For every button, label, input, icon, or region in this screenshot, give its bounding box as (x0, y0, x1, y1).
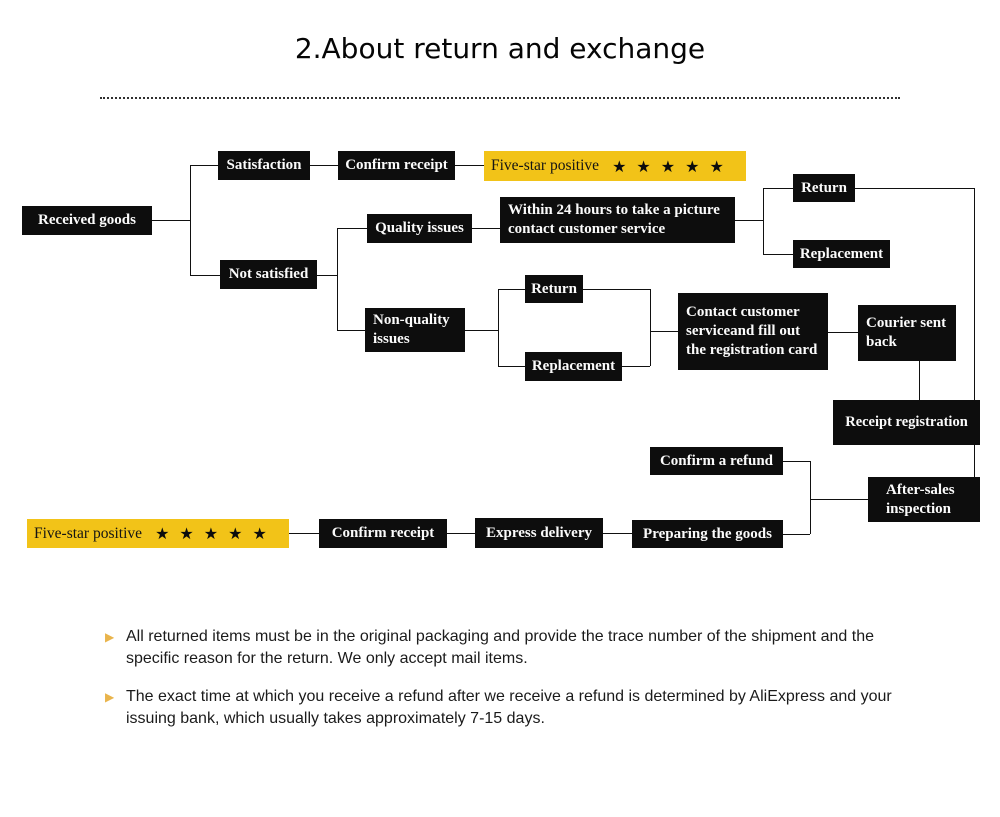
node-text-line: issues (373, 331, 410, 347)
node-replacement-mid: Replacement (525, 352, 622, 381)
node-text-line: Non-quality (373, 312, 450, 328)
connector-line (152, 220, 190, 221)
node-text-line: Courier sent (866, 315, 947, 331)
node-within-24-hours: Within 24 hours to take a picture contac… (500, 197, 735, 243)
node-contact-customer-service: Contact customer serviceand fill out the… (678, 293, 828, 370)
dotted-divider (100, 97, 900, 99)
connector-line (763, 188, 764, 254)
connector-line (763, 188, 793, 189)
connector-line (828, 332, 858, 333)
five-star-label: Five-star positive (491, 157, 600, 174)
five-star-label: Five-star positive (34, 524, 143, 542)
connector-line (455, 165, 484, 166)
node-satisfaction: Satisfaction (218, 151, 310, 180)
node-preparing-the-goods: Preparing the goods (632, 520, 783, 548)
connector-line (310, 165, 338, 166)
node-text-line: serviceand fill out (686, 323, 801, 339)
node-receipt-registration: Receipt registration (833, 400, 980, 445)
connector-line (190, 165, 191, 275)
connector-line (603, 533, 632, 534)
node-received-goods: Received goods (22, 206, 152, 235)
connector-line (447, 533, 475, 534)
node-text-line: the registration card (686, 342, 818, 358)
connector-line (783, 461, 810, 462)
connector-line (622, 366, 650, 367)
connector-line (650, 289, 651, 366)
connector-line (289, 533, 319, 534)
notes-section: ▶ All returned items must be in the orig… (105, 626, 905, 746)
node-text-line: Contact customer (686, 304, 800, 320)
node-five-star-positive-top: Five-star positive ★★★★★ (484, 151, 746, 181)
connector-line (498, 289, 525, 290)
connector-line (650, 331, 678, 332)
connector-line (810, 461, 811, 534)
connector-line (974, 188, 975, 477)
note-text: The exact time at which you receive a re… (126, 688, 892, 727)
connector-line (337, 330, 365, 331)
note-item: ▶ All returned items must be in the orig… (105, 626, 905, 670)
connector-line (498, 366, 525, 367)
node-text-line: Within 24 hours to take a picture (508, 202, 720, 218)
bullet-arrow-icon: ▶ (105, 690, 115, 704)
note-item: ▶ The exact time at which you receive a … (105, 686, 905, 730)
node-confirm-receipt-top: Confirm receipt (338, 151, 455, 180)
node-five-star-positive-bottom: Five-star positive ★★★★★ (27, 519, 289, 548)
connector-line (583, 289, 650, 290)
note-text: All returned items must be in the origin… (126, 628, 874, 667)
node-return-top: Return (793, 174, 855, 202)
connector-line (735, 220, 763, 221)
connector-line (763, 254, 793, 255)
node-quality-issues: Quality issues (367, 214, 472, 243)
connector-line (472, 228, 500, 229)
node-text-line: inspection (886, 500, 952, 517)
node-confirm-receipt-bottom: Confirm receipt (319, 519, 447, 548)
bullet-arrow-icon: ▶ (105, 630, 115, 644)
node-text-line: back (866, 334, 897, 350)
node-not-satisfied: Not satisfied (220, 260, 317, 289)
node-non-quality-issues: Non-quality issues (365, 308, 465, 352)
connector-line (190, 275, 220, 276)
node-text-line: After-sales (886, 481, 955, 498)
node-return-mid: Return (525, 275, 583, 303)
connector-line (465, 330, 498, 331)
connector-line (783, 534, 810, 535)
connector-line (337, 228, 367, 229)
node-after-sales-inspection: After-sales inspection (868, 477, 980, 522)
connector-line (190, 165, 218, 166)
five-star-rating-icon: ★★★★★ (612, 156, 734, 176)
node-text-line: contact customer service (508, 221, 666, 237)
five-star-rating-icon: ★★★★★ (155, 524, 277, 543)
node-courier-sent-back: Courier sent back (858, 305, 956, 361)
connector-line (919, 361, 920, 400)
page-title: 2.About return and exchange (294, 32, 706, 65)
connector-line (498, 289, 499, 366)
node-confirm-a-refund: Confirm a refund (650, 447, 783, 475)
node-replacement-top: Replacement (793, 240, 890, 268)
connector-line (337, 228, 338, 330)
connector-line (317, 275, 337, 276)
connector-line (855, 188, 974, 189)
node-express-delivery: Express delivery (475, 518, 603, 548)
connector-line (810, 499, 868, 500)
